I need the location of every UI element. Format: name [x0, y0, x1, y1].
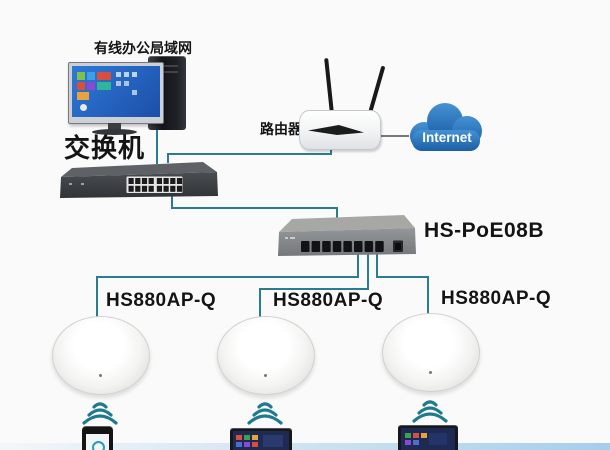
lan-label: 有线办公局域网: [94, 40, 192, 56]
cable-poe-to-ap2: [259, 252, 369, 318]
cable-poe-to-ap3: [376, 252, 429, 315]
switch-label: 交换机: [64, 133, 146, 163]
ceiling-ap-icon: [52, 316, 150, 395]
poe-switch-icon: [278, 215, 416, 256]
cable-poe-to-ap1: [96, 252, 359, 318]
router-icon: [299, 110, 381, 150]
ap-led: [429, 370, 433, 374]
ap1-label: HS880AP-Q: [106, 290, 217, 311]
phone-app-glyph: [92, 441, 105, 450]
smartphone-icon: [82, 426, 113, 450]
switch-icon: [60, 162, 218, 198]
wifi-waves-icon: [247, 402, 283, 425]
drive-slot: [154, 65, 178, 67]
ap3-label: HS880AP-Q: [441, 288, 552, 309]
ceiling-ap-icon: [382, 313, 480, 392]
ap2-label: HS880AP-Q: [273, 290, 384, 311]
poe-switch-label: HS-PoE08B: [424, 219, 545, 242]
pc-monitor-icon: [68, 62, 164, 124]
tablet-icon: [230, 428, 292, 450]
monitor-stand: [108, 123, 121, 131]
wifi-waves-icon: [412, 400, 448, 423]
tablet-screen: [233, 431, 289, 450]
phone-screen: [86, 434, 109, 450]
internet-cloud-icon: Internet: [410, 103, 482, 151]
ap-led: [264, 373, 268, 377]
router-label: 路由器: [260, 121, 302, 137]
tablet-icon: [398, 425, 458, 450]
monitor-base: [92, 129, 137, 135]
router-groove: [308, 125, 364, 135]
wifi-waves-icon: [82, 402, 118, 425]
internet-label: Internet: [422, 130, 472, 145]
tablet-screen: [401, 428, 455, 450]
drive-slot: [154, 71, 178, 73]
ceiling-ap-icon: [217, 316, 315, 395]
bottom-reflection: [0, 443, 610, 450]
cable-switch-to-poe: [171, 195, 338, 220]
windows-start-screen: [72, 66, 160, 117]
ap-led: [99, 373, 103, 377]
